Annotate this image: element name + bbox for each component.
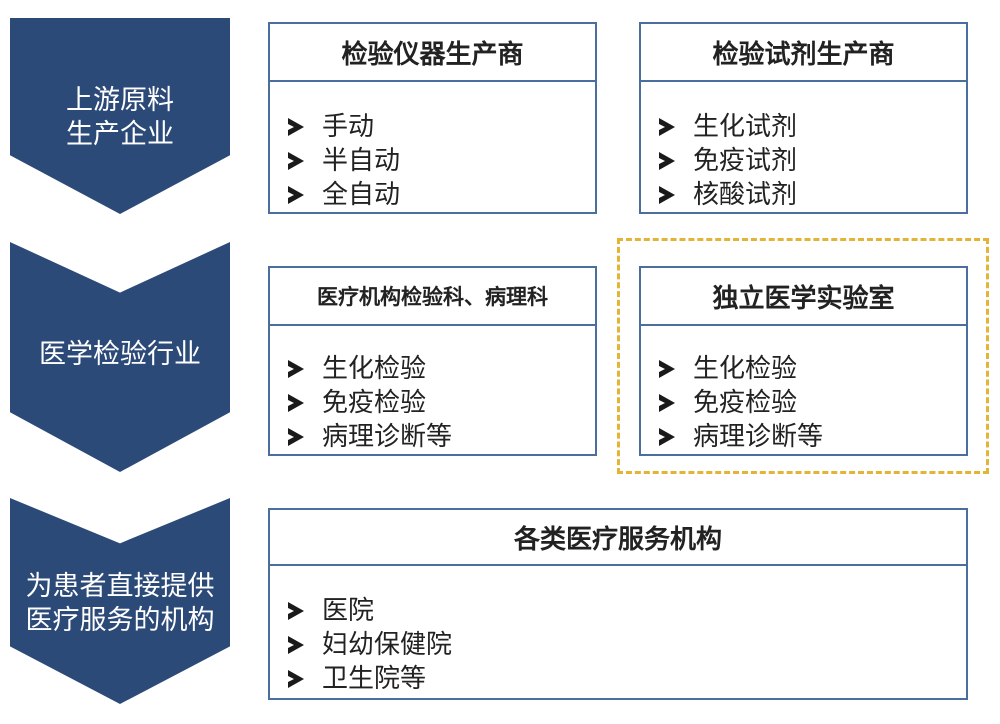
- box-item-list: 生化检验 免疫检验 病理诊断等: [659, 352, 960, 454]
- box-title: 检验试剂生产商: [641, 24, 966, 82]
- list-item: 病理诊断等: [659, 420, 960, 454]
- list-item-label: 生化试剂: [693, 112, 798, 142]
- list-item-label: 手动: [322, 112, 375, 142]
- list-item-label: 病理诊断等: [322, 422, 453, 452]
- list-item-label: 免疫检验: [693, 388, 798, 418]
- list-item: 医院: [288, 594, 960, 628]
- list-item-label: 免疫检验: [322, 388, 427, 418]
- list-item: 妇幼保健院: [288, 628, 960, 662]
- arrowhead-bullet-icon: [659, 186, 675, 204]
- list-item: 核酸试剂: [659, 178, 960, 212]
- arrowhead-bullet-icon: [288, 428, 304, 446]
- list-item-label: 妇幼保健院: [322, 630, 453, 660]
- list-item-label: 半自动: [322, 146, 401, 176]
- list-item: 半自动: [288, 144, 589, 178]
- list-item: 免疫试剂: [659, 144, 960, 178]
- list-item-label: 核酸试剂: [693, 180, 798, 210]
- stage-label-line: 上游原料: [66, 85, 174, 116]
- list-item: 病理诊断等: [288, 420, 589, 454]
- arrowhead-bullet-icon: [288, 360, 304, 378]
- list-item-label: 免疫试剂: [693, 146, 798, 176]
- independent-lab-box: 独立医学实验室 生化检验 免疫检验 病理诊断等: [639, 266, 968, 456]
- stage-upstream-chevron: 上游原料 生产企业: [10, 18, 230, 214]
- arrowhead-bullet-icon: [288, 118, 304, 136]
- healthcare-provider-box: 各类医疗服务机构 医院 妇幼保健院 卫生院等: [268, 508, 968, 700]
- box-title: 各类医疗服务机构: [270, 510, 966, 566]
- box-item-list: 手动 半自动 全自动: [288, 110, 589, 212]
- stage-lab-industry-chevron: 医学检验行业: [10, 242, 230, 472]
- hospital-lab-box: 医疗机构检验科、病理科 生化检验 免疫检验 病理诊断等: [268, 266, 597, 456]
- list-item-label: 病理诊断等: [693, 422, 824, 452]
- arrowhead-bullet-icon: [659, 118, 675, 136]
- instrument-maker-box: 检验仪器生产商 手动 半自动 全自动: [268, 22, 597, 214]
- arrowhead-bullet-icon: [288, 186, 304, 204]
- arrowhead-bullet-icon: [288, 394, 304, 412]
- list-item: 生化试剂: [659, 110, 960, 144]
- box-item-list: 生化检验 免疫检验 病理诊断等: [288, 352, 589, 454]
- arrowhead-bullet-icon: [659, 360, 675, 378]
- box-title: 医疗机构检验科、病理科: [270, 268, 595, 326]
- box-item-list: 生化试剂 免疫试剂 核酸试剂: [659, 110, 960, 212]
- arrowhead-bullet-icon: [288, 602, 304, 620]
- box-title: 独立医学实验室: [641, 268, 966, 326]
- list-item: 生化检验: [288, 352, 589, 386]
- stage-label-line: 生产企业: [66, 119, 174, 150]
- box-item-list: 医院 妇幼保健院 卫生院等: [288, 594, 960, 696]
- arrowhead-bullet-icon: [659, 152, 675, 170]
- list-item: 卫生院等: [288, 662, 960, 696]
- list-item-label: 医院: [322, 596, 375, 626]
- list-item-label: 全自动: [322, 180, 401, 210]
- list-item: 生化检验: [659, 352, 960, 386]
- stage-providers-chevron: 为患者直接提供 医疗服务的机构: [10, 498, 230, 704]
- box-title: 检验仪器生产商: [270, 24, 595, 82]
- list-item: 免疫检验: [288, 386, 589, 420]
- list-item: 手动: [288, 110, 589, 144]
- arrowhead-bullet-icon: [288, 152, 304, 170]
- stage-label-line: 医疗服务的机构: [25, 605, 215, 636]
- arrowhead-bullet-icon: [288, 636, 304, 654]
- stage-label-line: 医学检验行业: [39, 339, 201, 370]
- arrowhead-bullet-icon: [659, 394, 675, 412]
- list-item: 免疫检验: [659, 386, 960, 420]
- list-item-label: 生化检验: [693, 354, 798, 384]
- reagent-maker-box: 检验试剂生产商 生化试剂 免疫试剂 核酸试剂: [639, 22, 968, 214]
- independent-lab-highlight-frame: [617, 238, 989, 474]
- list-item-label: 生化检验: [322, 354, 427, 384]
- arrowhead-bullet-icon: [659, 428, 675, 446]
- arrowhead-bullet-icon: [288, 670, 304, 688]
- list-item: 全自动: [288, 178, 589, 212]
- stage-label-line: 为患者直接提供: [25, 571, 215, 602]
- list-item-label: 卫生院等: [322, 664, 427, 694]
